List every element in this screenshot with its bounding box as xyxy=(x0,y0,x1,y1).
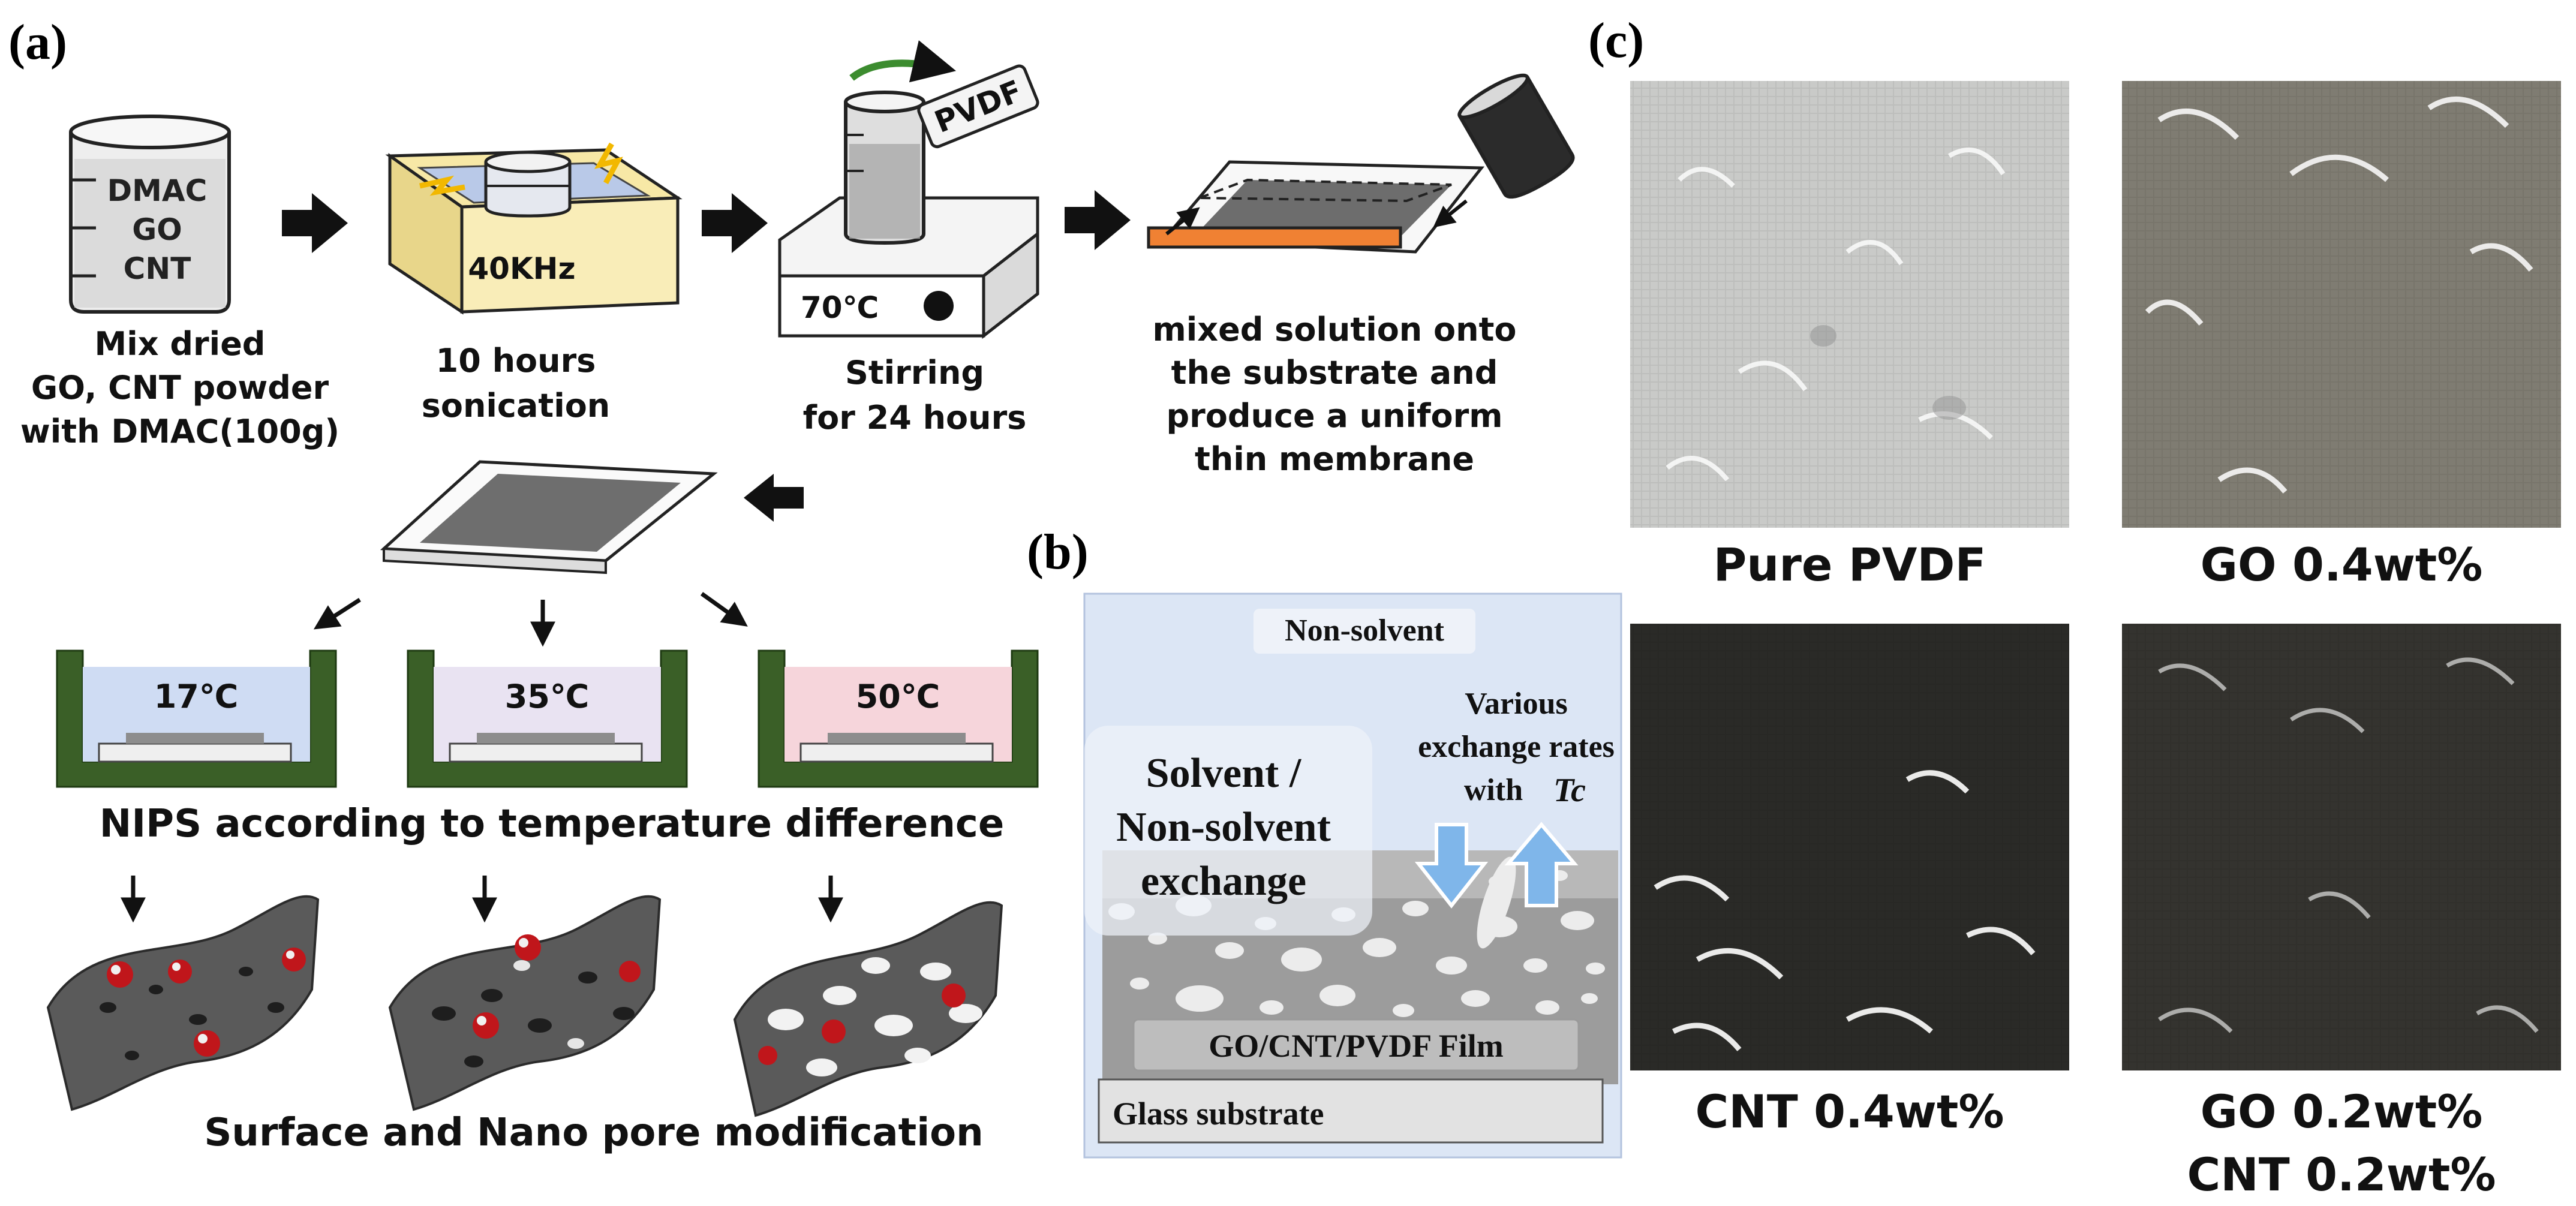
hot-plate-temperature: 70℃ xyxy=(801,290,879,325)
exchange-line: exchange xyxy=(1141,858,1306,904)
step3-caption-line: Stirring xyxy=(845,354,984,392)
coagulation-bath: 35℃ xyxy=(407,649,688,788)
step2-caption: 10 hours sonication xyxy=(422,342,611,425)
beaker: DMAC GO CNT xyxy=(69,115,231,314)
pvdf-bottle: PVDF xyxy=(917,64,1039,149)
sample-label: GO 0.2wt% xyxy=(2201,1085,2483,1138)
porous-membrane xyxy=(733,901,1003,1117)
step2-caption-line: 10 hours xyxy=(436,342,596,380)
step1-caption: Mix dried GO, CNT powder with DMAC(100g) xyxy=(20,325,339,450)
beaker-label-go: GO xyxy=(132,212,182,247)
bath-temperature: 50℃ xyxy=(856,678,940,715)
sample-label: CNT 0.4wt% xyxy=(1695,1085,2004,1138)
substrate-label: Glass substrate xyxy=(1113,1096,1324,1132)
sample-photo xyxy=(2122,624,2561,1070)
rates-line: exchange rates xyxy=(1418,730,1615,764)
beaker-label-cnt: CNT xyxy=(124,251,191,286)
step4-caption: mixed solution onto the substrate and pr… xyxy=(1153,311,1517,478)
sample-label: GO 0.4wt% xyxy=(2201,538,2483,591)
step4-caption-line: thin membrane xyxy=(1195,440,1474,478)
panel-c-label: (c) xyxy=(1588,13,1644,68)
rates-line: with xyxy=(1464,773,1523,807)
glass-substrate xyxy=(1098,1078,1604,1144)
cast-membrane xyxy=(380,460,718,575)
exchange-line: Solvent / xyxy=(1146,750,1302,796)
flow-arrow xyxy=(282,193,348,253)
non-solvent-label: Non-solvent xyxy=(1285,613,1444,648)
pouring-beaker xyxy=(1457,73,1575,199)
panel-b: (b) Non-solvent Solvent / Non-solvent ex… xyxy=(1027,524,1622,1159)
step3-caption: Stirring for 24 hours xyxy=(803,354,1027,437)
exchange-arrow-down xyxy=(1414,823,1489,909)
step1-caption-line: Mix dried xyxy=(95,325,266,363)
bath-temperature: 17℃ xyxy=(154,678,239,715)
step1-caption-line: GO, CNT powder xyxy=(31,369,329,407)
film-label: GO/CNT/PVDF Film xyxy=(1209,1028,1503,1064)
flow-arrow xyxy=(702,193,768,253)
step4-caption-line: the substrate and xyxy=(1171,354,1498,392)
casting-setup xyxy=(1147,73,1575,254)
panel-a-label: (a) xyxy=(8,14,67,70)
flow-arrow xyxy=(1065,190,1131,250)
step2-caption-line: sonication xyxy=(422,387,611,425)
sample-label: CNT 0.2wt% xyxy=(2187,1148,2496,1201)
modification-caption: Surface and Nano pore modification xyxy=(204,1111,983,1155)
doctor-blade xyxy=(1147,226,1402,249)
sample-photo xyxy=(1630,624,2069,1070)
tc-symbol: Tc xyxy=(1553,772,1586,809)
panel-c: (c) Pure PVDF GO 0.4wt% CNT 0.4wt% GO 0.… xyxy=(1588,13,2561,1201)
bath-temperature: 35℃ xyxy=(505,678,590,715)
step4-caption-line: mixed solution onto xyxy=(1153,311,1517,348)
film-layer xyxy=(1132,1018,1580,1072)
beaker-label-dmac: DMAC xyxy=(107,173,208,208)
exchange-line: Non-solvent xyxy=(1116,804,1331,850)
sonication-bath: 40KHz xyxy=(385,142,683,315)
sample-photo xyxy=(2122,81,2561,528)
rates-line: Various xyxy=(1465,687,1567,721)
step3-caption-line: for 24 hours xyxy=(803,399,1027,437)
exchange-arrow-up xyxy=(1504,822,1579,907)
step1-caption-line: with DMAC(100g) xyxy=(20,413,339,450)
flow-arrow xyxy=(744,474,804,522)
panel-b-label: (b) xyxy=(1027,524,1089,580)
panel-a: (a) DMAC GO CNT Mix dried GO, CNT powder… xyxy=(8,14,1575,1155)
sonication-frequency: 40KHz xyxy=(468,251,575,286)
coagulation-bath: 17℃ xyxy=(56,649,337,788)
coagulation-bath: 50℃ xyxy=(758,649,1039,788)
porous-membrane xyxy=(46,895,320,1111)
step4-caption-line: produce a uniform xyxy=(1166,397,1502,435)
branch-arrow xyxy=(313,598,361,630)
rotation-arrow xyxy=(849,40,957,83)
porous-membrane xyxy=(388,895,662,1111)
nips-caption: NIPS according to temperature difference xyxy=(100,802,1004,846)
sample-label: Pure PVDF xyxy=(1714,538,1986,591)
hot-plate-knob xyxy=(924,291,954,321)
sample-photo xyxy=(1630,81,2069,528)
branch-arrow xyxy=(700,592,748,627)
hot-plate: 70℃ PVDF xyxy=(778,40,1039,339)
